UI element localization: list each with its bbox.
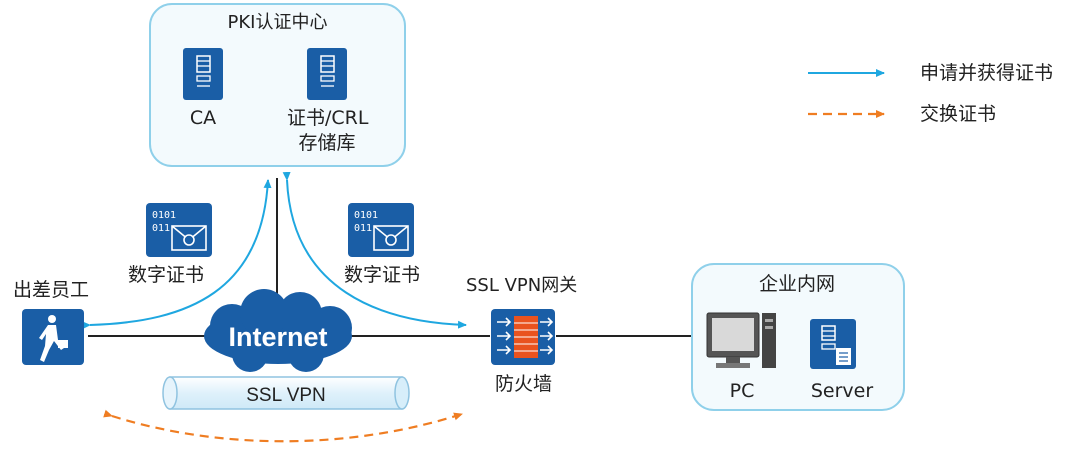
cert-store-label-line1: 证书/CRL xyxy=(287,107,369,129)
certificate-label-right: 数字证书 xyxy=(344,264,421,286)
internet-label: Internet xyxy=(228,322,327,352)
gateway-title: SSL VPN网关 xyxy=(466,275,578,296)
certificate-icon-right: 0101 011 xyxy=(348,203,414,257)
request-arrow-left xyxy=(81,179,272,330)
ca-label: CA xyxy=(189,107,217,129)
ca-server-icon xyxy=(183,48,223,100)
cert-binary-right-1: 0101 xyxy=(354,210,378,221)
request-arrow-right xyxy=(282,171,467,329)
certificate-label-left: 数字证书 xyxy=(128,264,205,286)
cert-binary-right-2: 011 xyxy=(354,223,372,234)
internet-cloud-icon xyxy=(204,289,352,372)
cert-binary-left-2: 011 xyxy=(152,223,170,234)
legend-request-label: 申请并获得证书 xyxy=(920,62,1054,84)
remote-user-label: 出差员工 xyxy=(13,279,90,301)
server-icon xyxy=(810,319,856,369)
firewall-icon xyxy=(491,309,555,365)
cert-store-server-icon xyxy=(307,48,347,100)
pc-icon xyxy=(706,312,776,368)
pc-label: PC xyxy=(729,380,755,402)
pki-title: PKI认证中心 xyxy=(227,12,328,33)
pki-center-box xyxy=(149,3,406,167)
cert-store-label-line2: 存储库 xyxy=(298,132,356,154)
legend-exchange-label: 交换证书 xyxy=(920,103,997,125)
intranet-box xyxy=(691,263,905,411)
exchange-arrow xyxy=(103,409,463,443)
remote-user-icon xyxy=(22,309,84,365)
intranet-title: 企业内网 xyxy=(758,273,835,295)
ssl-vpn-tunnel-label: SSL VPN xyxy=(246,385,326,406)
cert-binary-left-1: 0101 xyxy=(152,210,176,221)
certificate-icon-left: 0101 011 xyxy=(146,203,212,257)
ssl-vpn-tunnel xyxy=(162,376,410,410)
server-label: Server xyxy=(810,380,874,402)
firewall-label: 防火墙 xyxy=(495,373,553,395)
